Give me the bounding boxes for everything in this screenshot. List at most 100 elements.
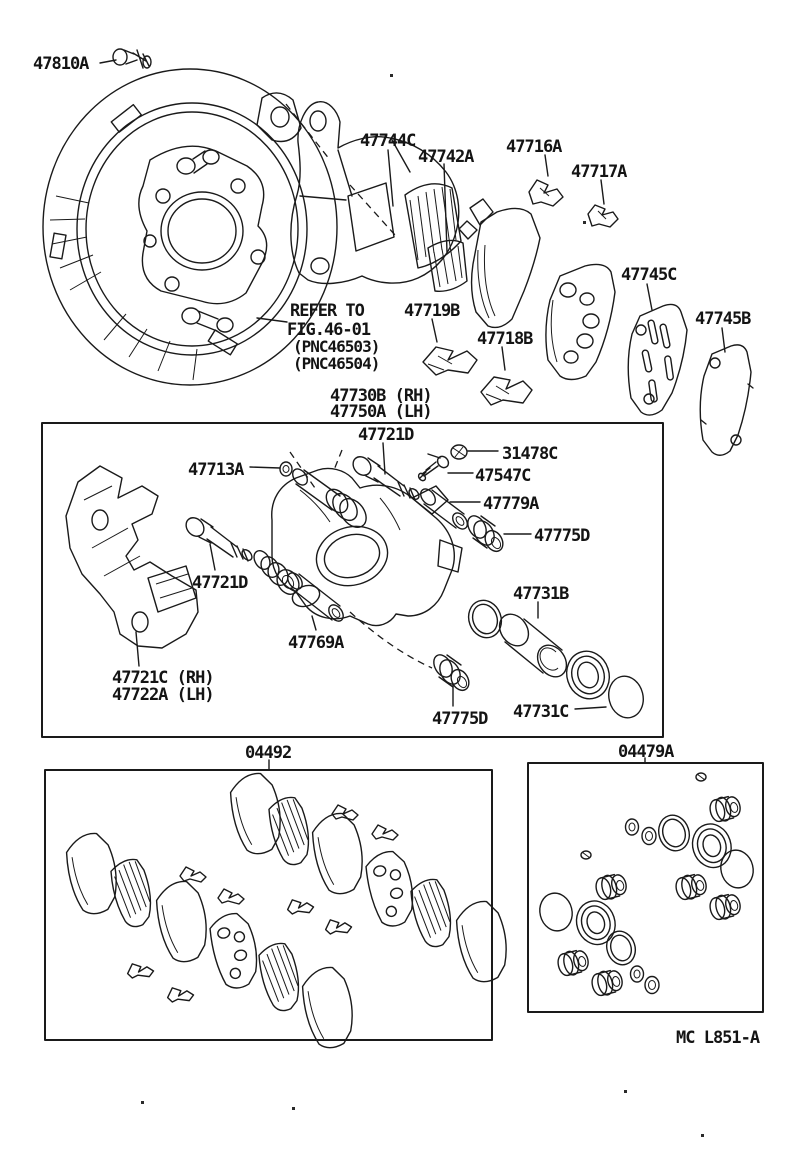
caliper-mounting-bracket bbox=[65, 465, 199, 649]
bushing bbox=[592, 870, 630, 903]
piston bbox=[498, 613, 568, 678]
label-47779a: 47779A bbox=[483, 494, 539, 514]
slide-bolt-top bbox=[352, 456, 420, 501]
pad-backing-plate bbox=[294, 962, 364, 1053]
label-47810a: 47810A bbox=[33, 54, 89, 74]
large-o-ring bbox=[657, 814, 691, 852]
label-47721d-bottom: 47721D bbox=[192, 573, 248, 593]
pad-clip bbox=[323, 916, 353, 937]
pad-shim-hatched bbox=[253, 939, 308, 1015]
slide-bolt-bottom bbox=[185, 517, 253, 562]
pad-backing-plate bbox=[448, 896, 518, 987]
bushing-bottom bbox=[433, 654, 470, 692]
pad-shim-hatched bbox=[105, 855, 160, 931]
kit-screw bbox=[580, 850, 592, 860]
label-31478c: 31478C bbox=[502, 444, 557, 464]
rim-hatching bbox=[49, 195, 198, 381]
pad-backing-plate bbox=[58, 828, 128, 919]
label-47717a: 47717A bbox=[571, 162, 627, 182]
pad-backing-plate bbox=[222, 768, 292, 859]
bleeder-cap bbox=[450, 444, 468, 460]
anchor-bolt bbox=[112, 48, 152, 69]
kit-screw bbox=[695, 772, 707, 782]
label-47713a: 47713A bbox=[188, 460, 244, 480]
label-47722a-lh: 47722A (LH) bbox=[112, 685, 214, 705]
upper-pin-boot bbox=[292, 468, 367, 529]
pad-shim-hatched bbox=[263, 793, 318, 869]
label-47775d-top: 47775D bbox=[534, 526, 590, 546]
caliper-body bbox=[271, 449, 463, 669]
bushing bbox=[554, 946, 592, 979]
pad-kit-contents bbox=[58, 768, 518, 1053]
pad-clip bbox=[331, 804, 359, 821]
pad-clip bbox=[285, 896, 315, 917]
pad-plate-holes bbox=[204, 908, 267, 993]
retainer-ring bbox=[279, 461, 293, 477]
brake-pad bbox=[148, 876, 218, 967]
o-ring-inner bbox=[645, 831, 653, 841]
label-47730b-rh: 47730B (RH) bbox=[330, 386, 432, 406]
label-sheet-code: MC L851-A bbox=[676, 1028, 760, 1048]
piston-seal bbox=[686, 818, 738, 874]
label-47716a: 47716A bbox=[506, 137, 562, 157]
label-refer-1: REFER TO bbox=[290, 301, 365, 321]
bushing bbox=[672, 870, 710, 903]
anti-squeal-shim-47745c bbox=[627, 303, 688, 416]
label-refer-3: (PNC46503) bbox=[293, 337, 379, 356]
label-47769a: 47769A bbox=[288, 633, 344, 653]
o-ring-inner bbox=[628, 822, 636, 832]
label-47719b: 47719B bbox=[404, 301, 460, 321]
caliper-kit-box bbox=[41, 422, 664, 738]
label-refer-4: (PNC46504) bbox=[293, 354, 379, 373]
piston-boot-seal bbox=[565, 650, 611, 700]
o-ring bbox=[641, 826, 657, 846]
outer-pad-plate bbox=[545, 263, 616, 381]
label-47731b: 47731B bbox=[513, 584, 569, 604]
label-47745b: 47745B bbox=[695, 309, 751, 329]
parking-brake-cylinder bbox=[176, 149, 220, 175]
label-47744c: 47744C bbox=[360, 131, 415, 151]
rim-slots bbox=[49, 103, 238, 356]
pad-clip bbox=[179, 866, 207, 883]
bushing bbox=[706, 792, 744, 825]
backing-plate-assembly bbox=[42, 68, 338, 386]
pad-clip-47716a bbox=[528, 179, 564, 207]
label-47742a: 47742A bbox=[418, 147, 474, 167]
label-04479a: 04479A bbox=[618, 742, 674, 762]
label-47547c: 47547C bbox=[475, 466, 530, 486]
scan-specks bbox=[141, 74, 704, 1137]
pad-shim-hatched bbox=[405, 875, 460, 951]
bushing-top bbox=[467, 515, 504, 553]
pad-clip-47717a bbox=[587, 204, 619, 228]
o-ring-inner bbox=[633, 969, 641, 979]
o-ring bbox=[629, 965, 645, 983]
label-47721d-top: 47721D bbox=[358, 425, 414, 445]
large-o-ring bbox=[605, 930, 637, 966]
bleeder-screw bbox=[417, 453, 450, 482]
boot-ring bbox=[720, 849, 754, 889]
label-47750a-lh: 47750A (LH) bbox=[330, 402, 432, 422]
label-47731c: 47731C bbox=[513, 702, 568, 722]
label-04492: 04492 bbox=[245, 743, 291, 763]
label-47775d-bottom: 47775D bbox=[432, 709, 488, 729]
dust-boot-ring bbox=[608, 675, 644, 719]
label-47745c: 47745C bbox=[621, 265, 676, 285]
brake-pad bbox=[304, 808, 374, 899]
leader-lines bbox=[99, 59, 726, 771]
o-ring bbox=[644, 975, 660, 995]
slide-pin-47769a bbox=[287, 572, 344, 622]
pad-clip bbox=[165, 984, 195, 1005]
bushing bbox=[706, 890, 744, 923]
piston-seal bbox=[570, 895, 622, 951]
label-refer-2: FIG.46-01 bbox=[287, 320, 371, 340]
label-47718b: 47718B bbox=[477, 329, 533, 349]
bushing bbox=[588, 966, 626, 999]
pad-clip bbox=[217, 888, 245, 905]
label-47721c-rh: 47721C (RH) bbox=[112, 668, 214, 688]
pad-support-clip-47719b bbox=[422, 346, 478, 376]
inner-brake-pad bbox=[458, 198, 541, 329]
o-ring bbox=[624, 818, 640, 836]
slide-bush-pin bbox=[420, 488, 468, 530]
